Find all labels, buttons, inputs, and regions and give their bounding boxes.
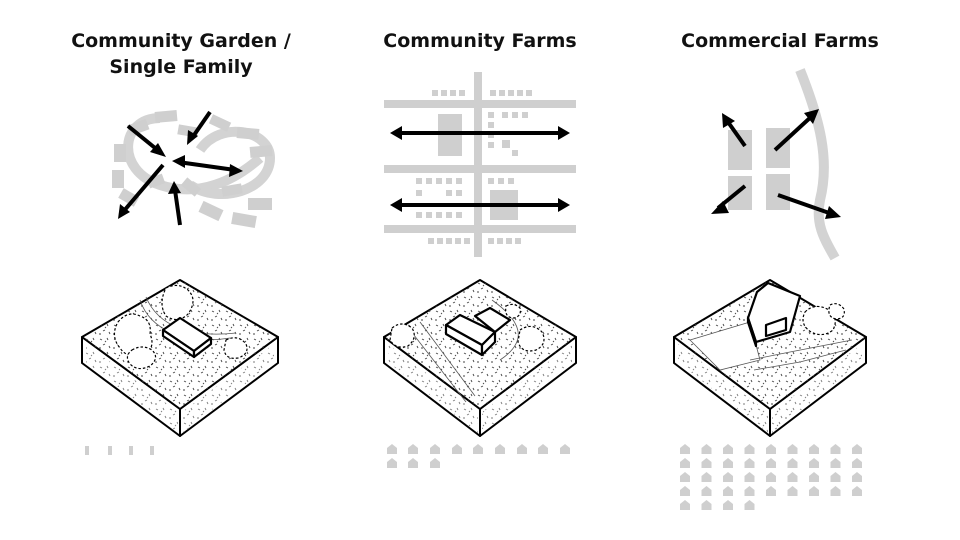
iso-block-single-family <box>81 279 279 437</box>
house-icon <box>787 472 798 482</box>
house-icon <box>787 486 798 496</box>
house-icon <box>852 458 862 468</box>
house-icon <box>787 444 798 454</box>
house-icon <box>560 444 570 454</box>
plan-single-family <box>112 110 276 228</box>
title-community-garden: Community Garden / Single Family <box>51 28 311 80</box>
house-icon <box>766 458 776 468</box>
title-line-1: Community Garden / <box>71 30 291 52</box>
title-line-1: Commercial Farms <box>681 30 879 52</box>
house-icon <box>744 472 755 482</box>
house-icon <box>809 486 819 496</box>
house-icons-single-family <box>85 446 154 455</box>
house-icon <box>108 446 112 455</box>
house-icon <box>852 472 862 482</box>
house-icon <box>830 472 841 482</box>
house-icon <box>723 458 733 468</box>
house-icon <box>85 446 89 455</box>
house-icon <box>830 486 841 496</box>
arrows-converging <box>118 110 243 226</box>
title-line-1: Community Farms <box>383 30 577 52</box>
house-icons-commercial-farms <box>680 444 862 510</box>
house-icon <box>744 458 755 468</box>
house-icon <box>852 486 862 496</box>
house-icon <box>701 444 712 454</box>
house-icon <box>408 444 418 454</box>
house-icon <box>701 458 712 468</box>
house-icon <box>744 500 755 510</box>
house-icon <box>830 444 841 454</box>
house-icon <box>430 444 440 454</box>
house-icon <box>538 444 548 454</box>
arrow-icon <box>190 110 212 140</box>
house-icon <box>495 444 505 454</box>
house-icon <box>809 472 819 482</box>
house-icon <box>387 458 397 468</box>
arrow-icon <box>121 163 165 214</box>
arrow-icon <box>726 120 747 148</box>
house-icon <box>723 472 733 482</box>
title-line-2: Single Family <box>109 56 253 78</box>
house-icon <box>701 500 712 510</box>
house-icon <box>852 444 862 454</box>
house-icon <box>473 444 483 454</box>
arrow-icon <box>777 193 833 216</box>
house-icon <box>830 458 841 468</box>
arrow-icon <box>173 189 182 226</box>
arrow-icon <box>773 114 814 152</box>
house-icon <box>723 486 733 496</box>
house-icon <box>408 458 418 468</box>
house-icon <box>517 444 527 454</box>
house-icon <box>809 444 819 454</box>
house-icon <box>723 444 733 454</box>
house-icon <box>430 458 440 468</box>
title-commercial-farms: Commercial Farms <box>650 28 910 54</box>
iso-block-community-farms <box>383 279 577 437</box>
house-icon <box>701 486 712 496</box>
house-icon <box>744 444 755 454</box>
house-icon <box>680 458 690 468</box>
house-icon <box>766 444 776 454</box>
house-icon <box>129 446 133 455</box>
house-icon <box>680 486 690 496</box>
house-icon <box>766 472 776 482</box>
house-icon <box>809 458 819 468</box>
house-icon <box>723 500 733 510</box>
title-community-farms: Community Farms <box>350 28 610 54</box>
house-icon <box>150 446 154 455</box>
house-icon <box>680 444 690 454</box>
house-icon <box>452 444 462 454</box>
house-icon <box>387 444 397 454</box>
house-icon <box>701 472 712 482</box>
house-icons-community-farms <box>387 444 570 468</box>
house-icon <box>787 458 798 468</box>
iso-block-commercial-farms <box>673 279 867 437</box>
plan-community-farms <box>384 72 576 257</box>
plan-commercial-farms <box>711 68 841 261</box>
house-icon <box>744 486 755 496</box>
house-icon <box>680 472 690 482</box>
arrow-icon <box>177 160 236 172</box>
house-icon <box>680 500 690 510</box>
house-icon <box>766 486 776 496</box>
